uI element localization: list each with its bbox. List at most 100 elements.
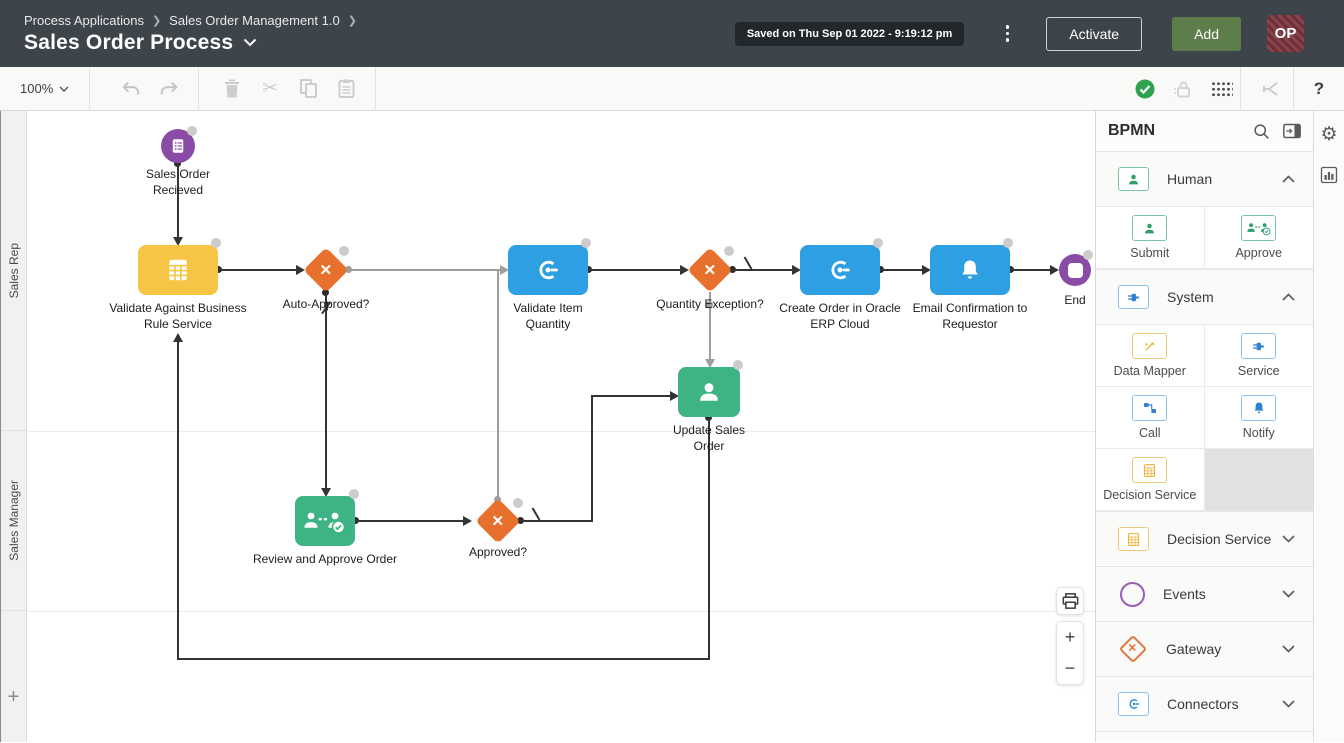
lane-sales-rep[interactable]: Sales Rep [1,111,26,431]
node-label: Validate Against Business Rule Service [109,301,247,331]
title-dropdown-chevron-icon[interactable] [243,38,257,47]
header-actions: Saved on Thu Sep 01 2022 - 9:19:12 pm Ac… [734,15,1304,52]
zoom-level-dropdown[interactable]: 100% [0,67,89,111]
node-label: Review and Approve Order [252,552,398,566]
toolbar-divider [89,66,91,111]
node-handle[interactable] [211,238,221,248]
grid-toggle-icon[interactable] [1202,67,1240,111]
gateway-x-icon: ✕ [319,261,333,279]
tile-label: Service [1237,364,1280,378]
lock-icon[interactable] [1164,67,1202,111]
node-create-order-erp[interactable] [800,245,880,295]
add-lane-button[interactable]: + [7,686,20,708]
palette-item-approve[interactable]: Approve [1204,207,1313,269]
node-validate-business-rule[interactable] [138,245,218,295]
palette-section-decision-service[interactable]: Decision Service [1096,512,1313,567]
edge-segment [588,269,680,271]
human-section-icon [1118,167,1149,191]
lane-sales-manager[interactable]: Sales Manager [1,431,26,611]
add-button[interactable]: Add [1172,16,1241,51]
section-label: Connectors [1167,696,1239,712]
palette-section-gateway[interactable]: ✕ Gateway [1096,622,1313,677]
search-icon[interactable] [1253,123,1270,140]
gateway-x-icon: ✕ [491,512,505,530]
breadcrumb-process-applications[interactable]: Process Applications [24,12,144,28]
editor-content: Sales Rep Sales Manager + [0,111,1344,742]
palette-item-notify[interactable]: Notify [1204,387,1313,449]
validation-ok-icon[interactable] [1126,67,1164,111]
settings-gear-icon[interactable]: ⚙ [1320,124,1338,145]
node-handle[interactable] [339,246,349,256]
swimlane-strip: Sales Rep Sales Manager + [1,111,27,742]
overflow-menu-icon[interactable] [998,22,1016,46]
node-handle[interactable] [1003,238,1013,248]
saved-status-badge: Saved on Thu Sep 01 2022 - 9:19:12 pm [734,21,965,46]
tile-label: Notify [1242,426,1275,440]
bpmn-canvas[interactable]: Sales Order Recieved Validate Against Bu… [27,111,1096,742]
node-label: Update Sales Order [672,423,746,453]
chevron-down-icon [59,85,69,92]
node-handle[interactable] [581,238,591,248]
node-handle[interactable] [513,498,523,508]
node-review-approve-order[interactable] [295,496,355,546]
node-update-sales-order[interactable] [678,367,740,417]
node-handle[interactable] [1083,250,1093,260]
chevron-down-icon [1282,535,1295,543]
node-handle[interactable] [733,360,743,370]
user-icon [700,383,718,401]
palette-title: BPMN [1108,122,1156,139]
toolbar-divider [375,66,377,111]
palette-item-service[interactable]: Service [1204,325,1313,387]
end-event-inner-icon [1067,262,1083,278]
palette-section-connectors[interactable]: Connectors [1096,677,1313,732]
palette-item-data-mapper[interactable]: Data Mapper [1096,325,1205,387]
node-handle[interactable] [873,238,883,248]
node-label: Auto-Approved? [282,297,370,311]
edge-segment [497,270,499,499]
submit-icon [1132,215,1168,241]
node-email-confirmation[interactable] [930,245,1010,295]
edge-segment [591,395,593,522]
user-avatar[interactable]: OP [1267,15,1304,52]
copy-icon[interactable] [289,67,327,111]
print-button[interactable] [1056,587,1084,615]
page-title: Sales Order Process [24,30,234,54]
edge-segment [178,658,710,660]
palette-item-submit[interactable]: Submit [1096,207,1205,269]
section-label: System [1167,289,1214,305]
palette-section-system[interactable]: System [1096,270,1313,325]
help-button[interactable]: ? [1313,78,1325,98]
redo-icon[interactable] [150,67,188,111]
zoom-out-button[interactable]: − [1057,653,1083,684]
cut-icon[interactable]: ✂ [262,78,279,99]
palette-empty-cell [1204,449,1313,511]
arrowhead [463,516,472,526]
breadcrumb-sales-order-management[interactable]: Sales Order Management 1.0 [169,12,340,28]
edge-segment [732,269,792,271]
palette-item-call[interactable]: Call [1096,387,1205,449]
chevron-down-icon [1282,700,1295,708]
activate-button[interactable]: Activate [1046,16,1143,51]
node-handle[interactable] [349,489,359,499]
undo-icon[interactable] [112,67,150,111]
zoom-in-button[interactable]: + [1057,622,1083,653]
palette-item-decision-service[interactable]: Decision Service [1096,449,1205,511]
node-handle[interactable] [724,246,734,256]
analytics-chart-icon[interactable] [1320,166,1338,184]
collapse-panel-icon[interactable] [1283,123,1301,139]
toolbar-divider [1293,66,1294,111]
service-icon [539,260,558,280]
palette-section-human[interactable]: Human [1096,152,1313,207]
arrowhead [173,237,183,246]
arrowhead [680,265,689,275]
auto-layout-icon[interactable] [1241,67,1293,111]
delete-icon[interactable] [213,67,251,111]
node-validate-item-quantity[interactable] [508,245,588,295]
canvas-zoom-controls: + − [1056,621,1084,685]
service-icon [831,260,850,280]
palette-section-events[interactable]: Events [1096,567,1313,622]
node-handle[interactable] [187,126,197,136]
chevron-up-icon [1282,293,1295,301]
paste-icon[interactable] [327,67,365,111]
data-mapper-icon [1132,333,1168,359]
